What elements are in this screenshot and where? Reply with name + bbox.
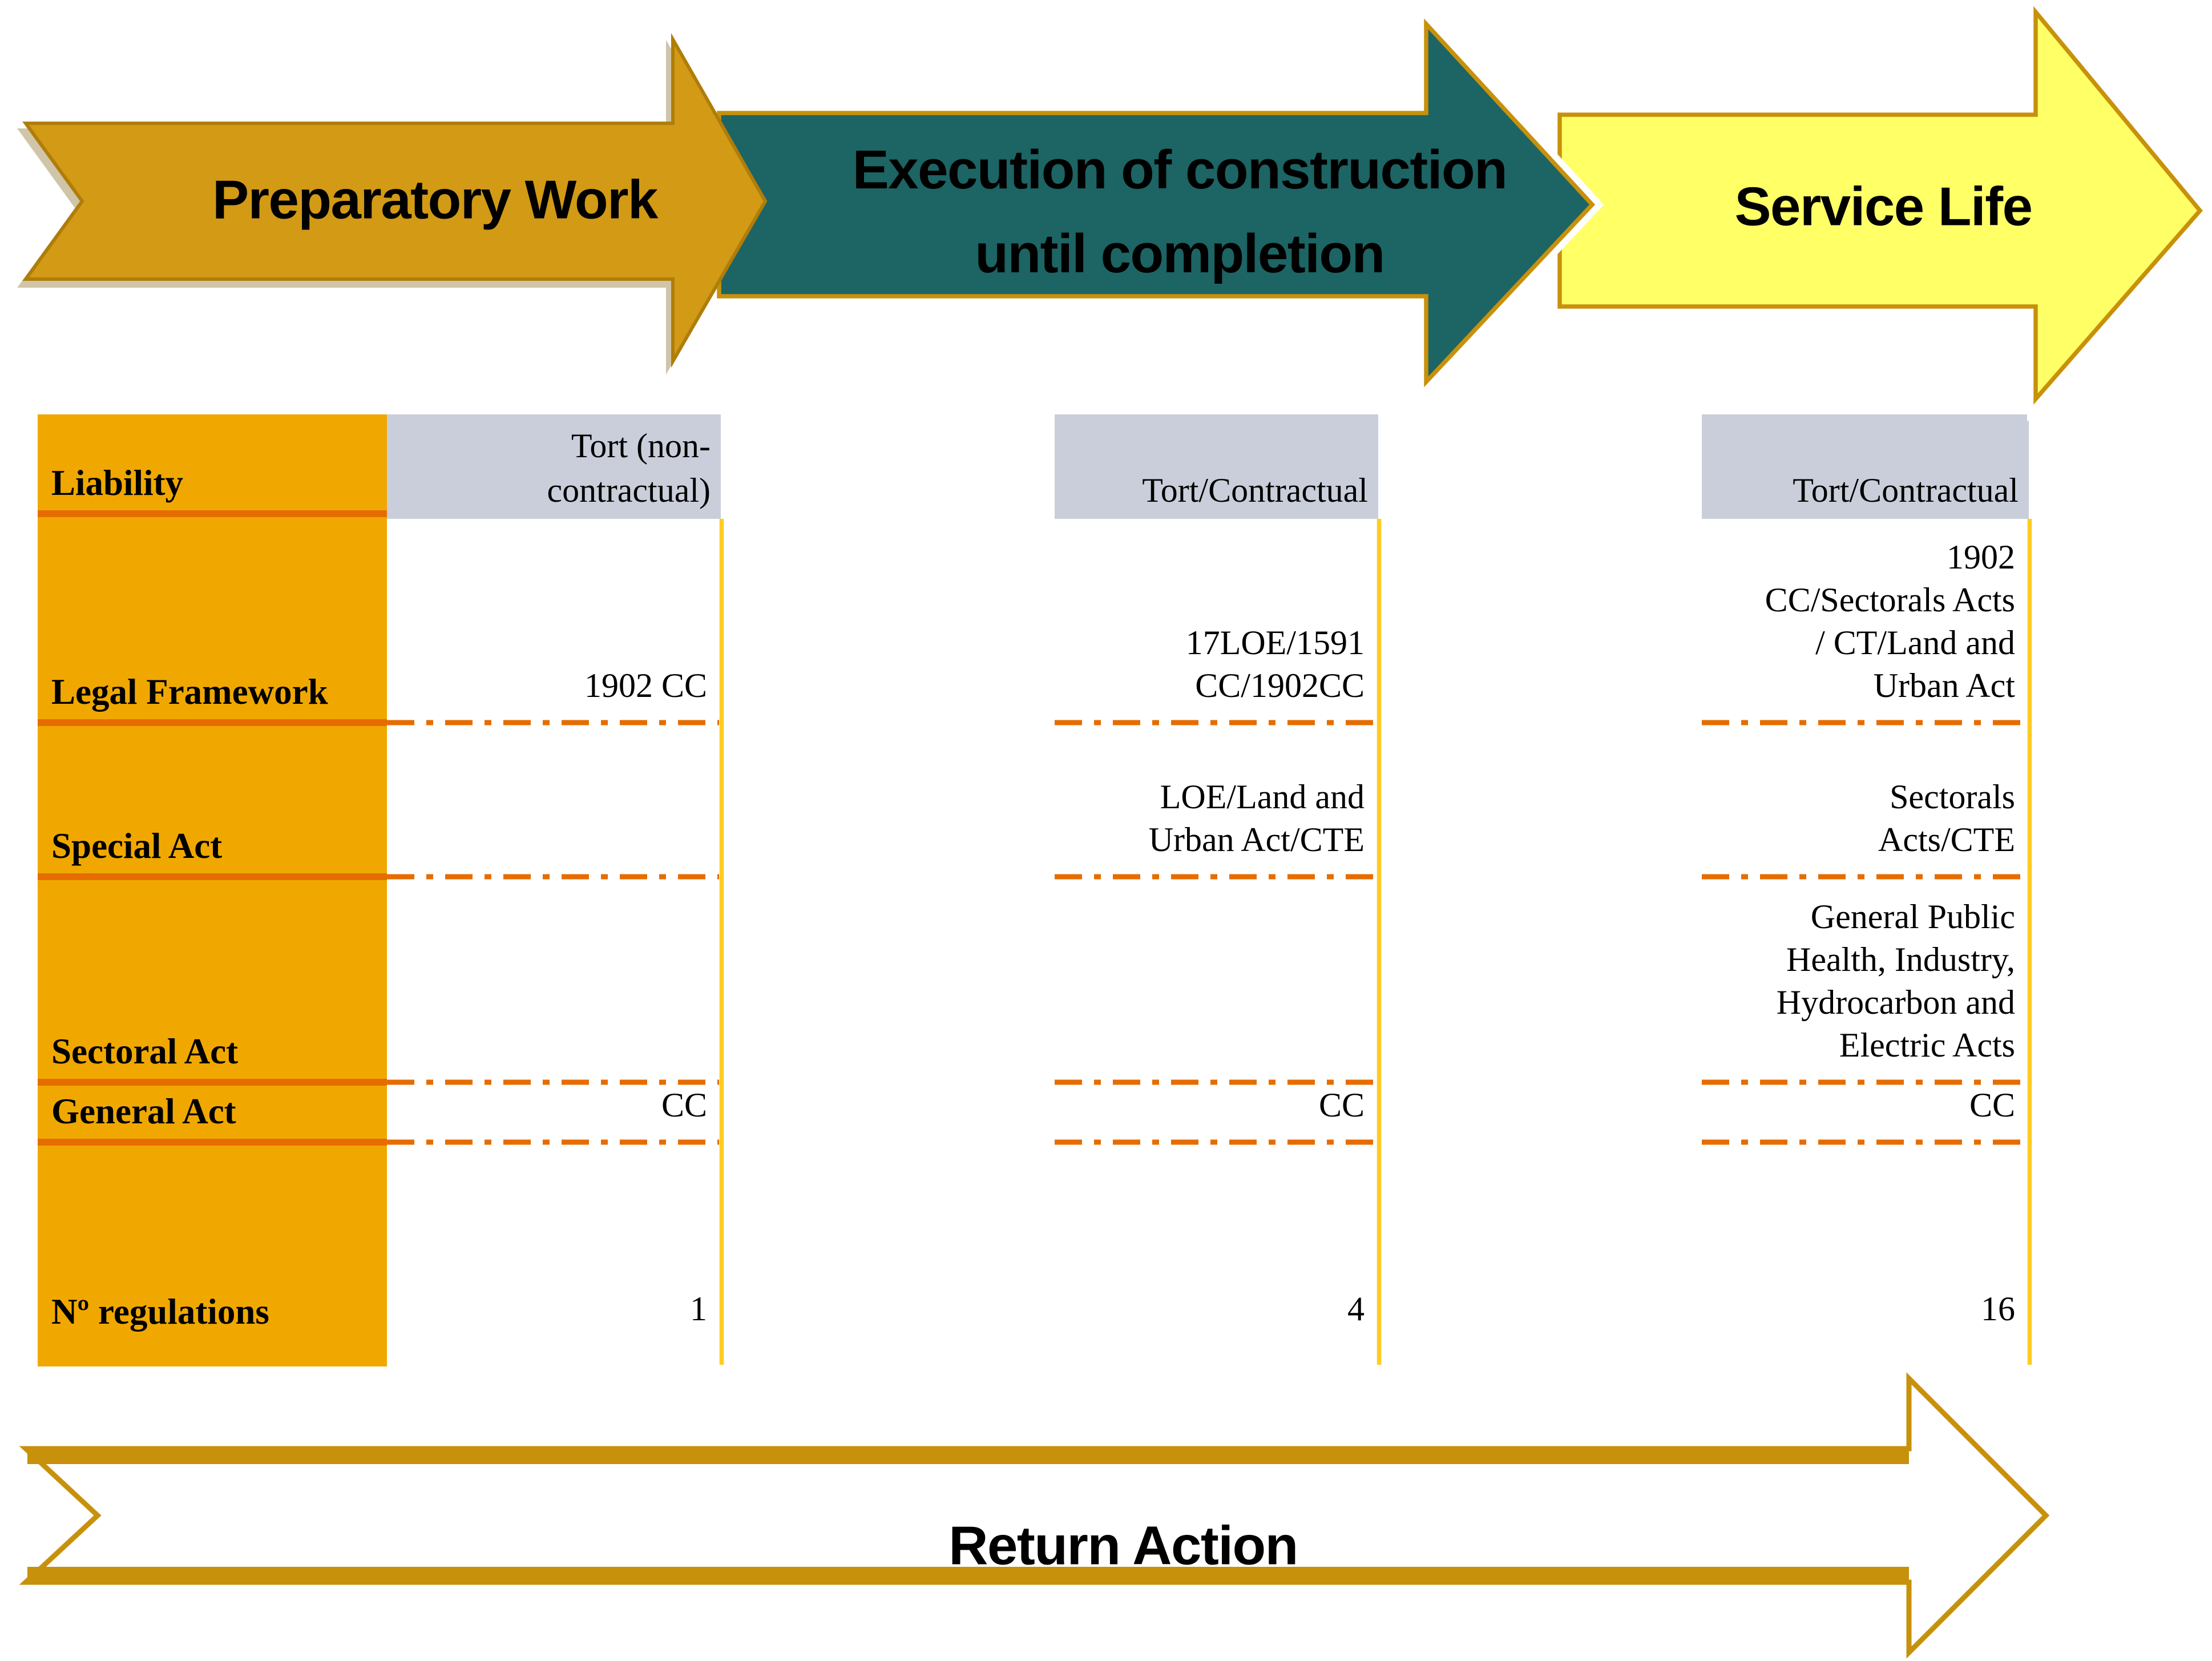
row-label-special-act: Special Act (51, 825, 223, 866)
preparatory-work-label: Preparatory Work (212, 168, 658, 231)
execution-label: Execution of construction until completi… (852, 139, 1508, 284)
return-action-arrow-shape (19, 1372, 2050, 1659)
cell-col2-legal-framework: 17LOE/1591 CC/1902CC (1185, 624, 1365, 705)
row-label-sectoral-act: Sectoral Act (51, 1030, 239, 1072)
liability-header-col2: Tort/Contractual (1142, 473, 1368, 510)
cell-col2-num-regulations: 4 (1347, 1291, 1365, 1329)
cell-col1-num-regulations: 1 (690, 1291, 707, 1329)
preparatory-arrow-shape (22, 33, 768, 368)
cell-col1-general-act: CC (661, 1087, 707, 1125)
row-label-regulations: Nº regulations (51, 1291, 269, 1332)
row-label-column-background (38, 414, 387, 1366)
liability-header-box-col1: Tort (non- contractual) (387, 414, 721, 519)
return-arrow-top-bar (27, 1449, 1909, 1464)
preparatory-arrow (22, 33, 768, 368)
liability-header-col1: Tort (non- contractual) (547, 428, 711, 510)
execution-arrow (711, 2, 1604, 404)
execution-arrow-shape (717, 18, 1596, 388)
cell-col3-sectoral-act: General Public Health, Industry, Hydroca… (1776, 898, 2015, 1065)
service-life-arrow-shape (1557, 6, 2203, 405)
row-label-liability: Liability (51, 462, 184, 503)
cell-col3-num-regulations: 16 (1981, 1291, 2015, 1329)
return-arrow-bottom-bar (27, 1567, 1909, 1582)
return-action-label: Return Action (948, 1514, 1298, 1577)
service-life-label: Service Life (1734, 175, 2033, 237)
liability-header-col3: Tort/Contractual (1793, 473, 2019, 510)
return-action-arrow (19, 1372, 2050, 1659)
column-edge-lines (719, 519, 2032, 1365)
liability-header-box-col2: Tort/Contractual (1055, 414, 1378, 519)
liability-header-box-col3: Tort/Contractual (1702, 414, 2029, 519)
cell-col2-general-act: CC (1318, 1087, 1365, 1125)
service-life-arrow (1551, 0, 2211, 422)
cell-col3-special-act: Sectorals Acts/CTE (1878, 779, 2015, 860)
cell-col2-special-act: LOE/Land and Urban Act/CTE (1148, 779, 1365, 860)
cell-col3-general-act: CC (1969, 1087, 2015, 1125)
cell-col1-legal-framework: 1902 CC (584, 667, 707, 705)
row-separator-solid-lines (38, 510, 387, 1146)
cell-col3-legal-framework: 1902 CC/Sectorals Acts / CT/Land and Urb… (1765, 539, 2015, 705)
row-label-legal-framework: Legal Framework (51, 671, 328, 712)
row-separator-dash-lines (387, 720, 2027, 1145)
row-label-general-act: General Act (51, 1090, 236, 1132)
